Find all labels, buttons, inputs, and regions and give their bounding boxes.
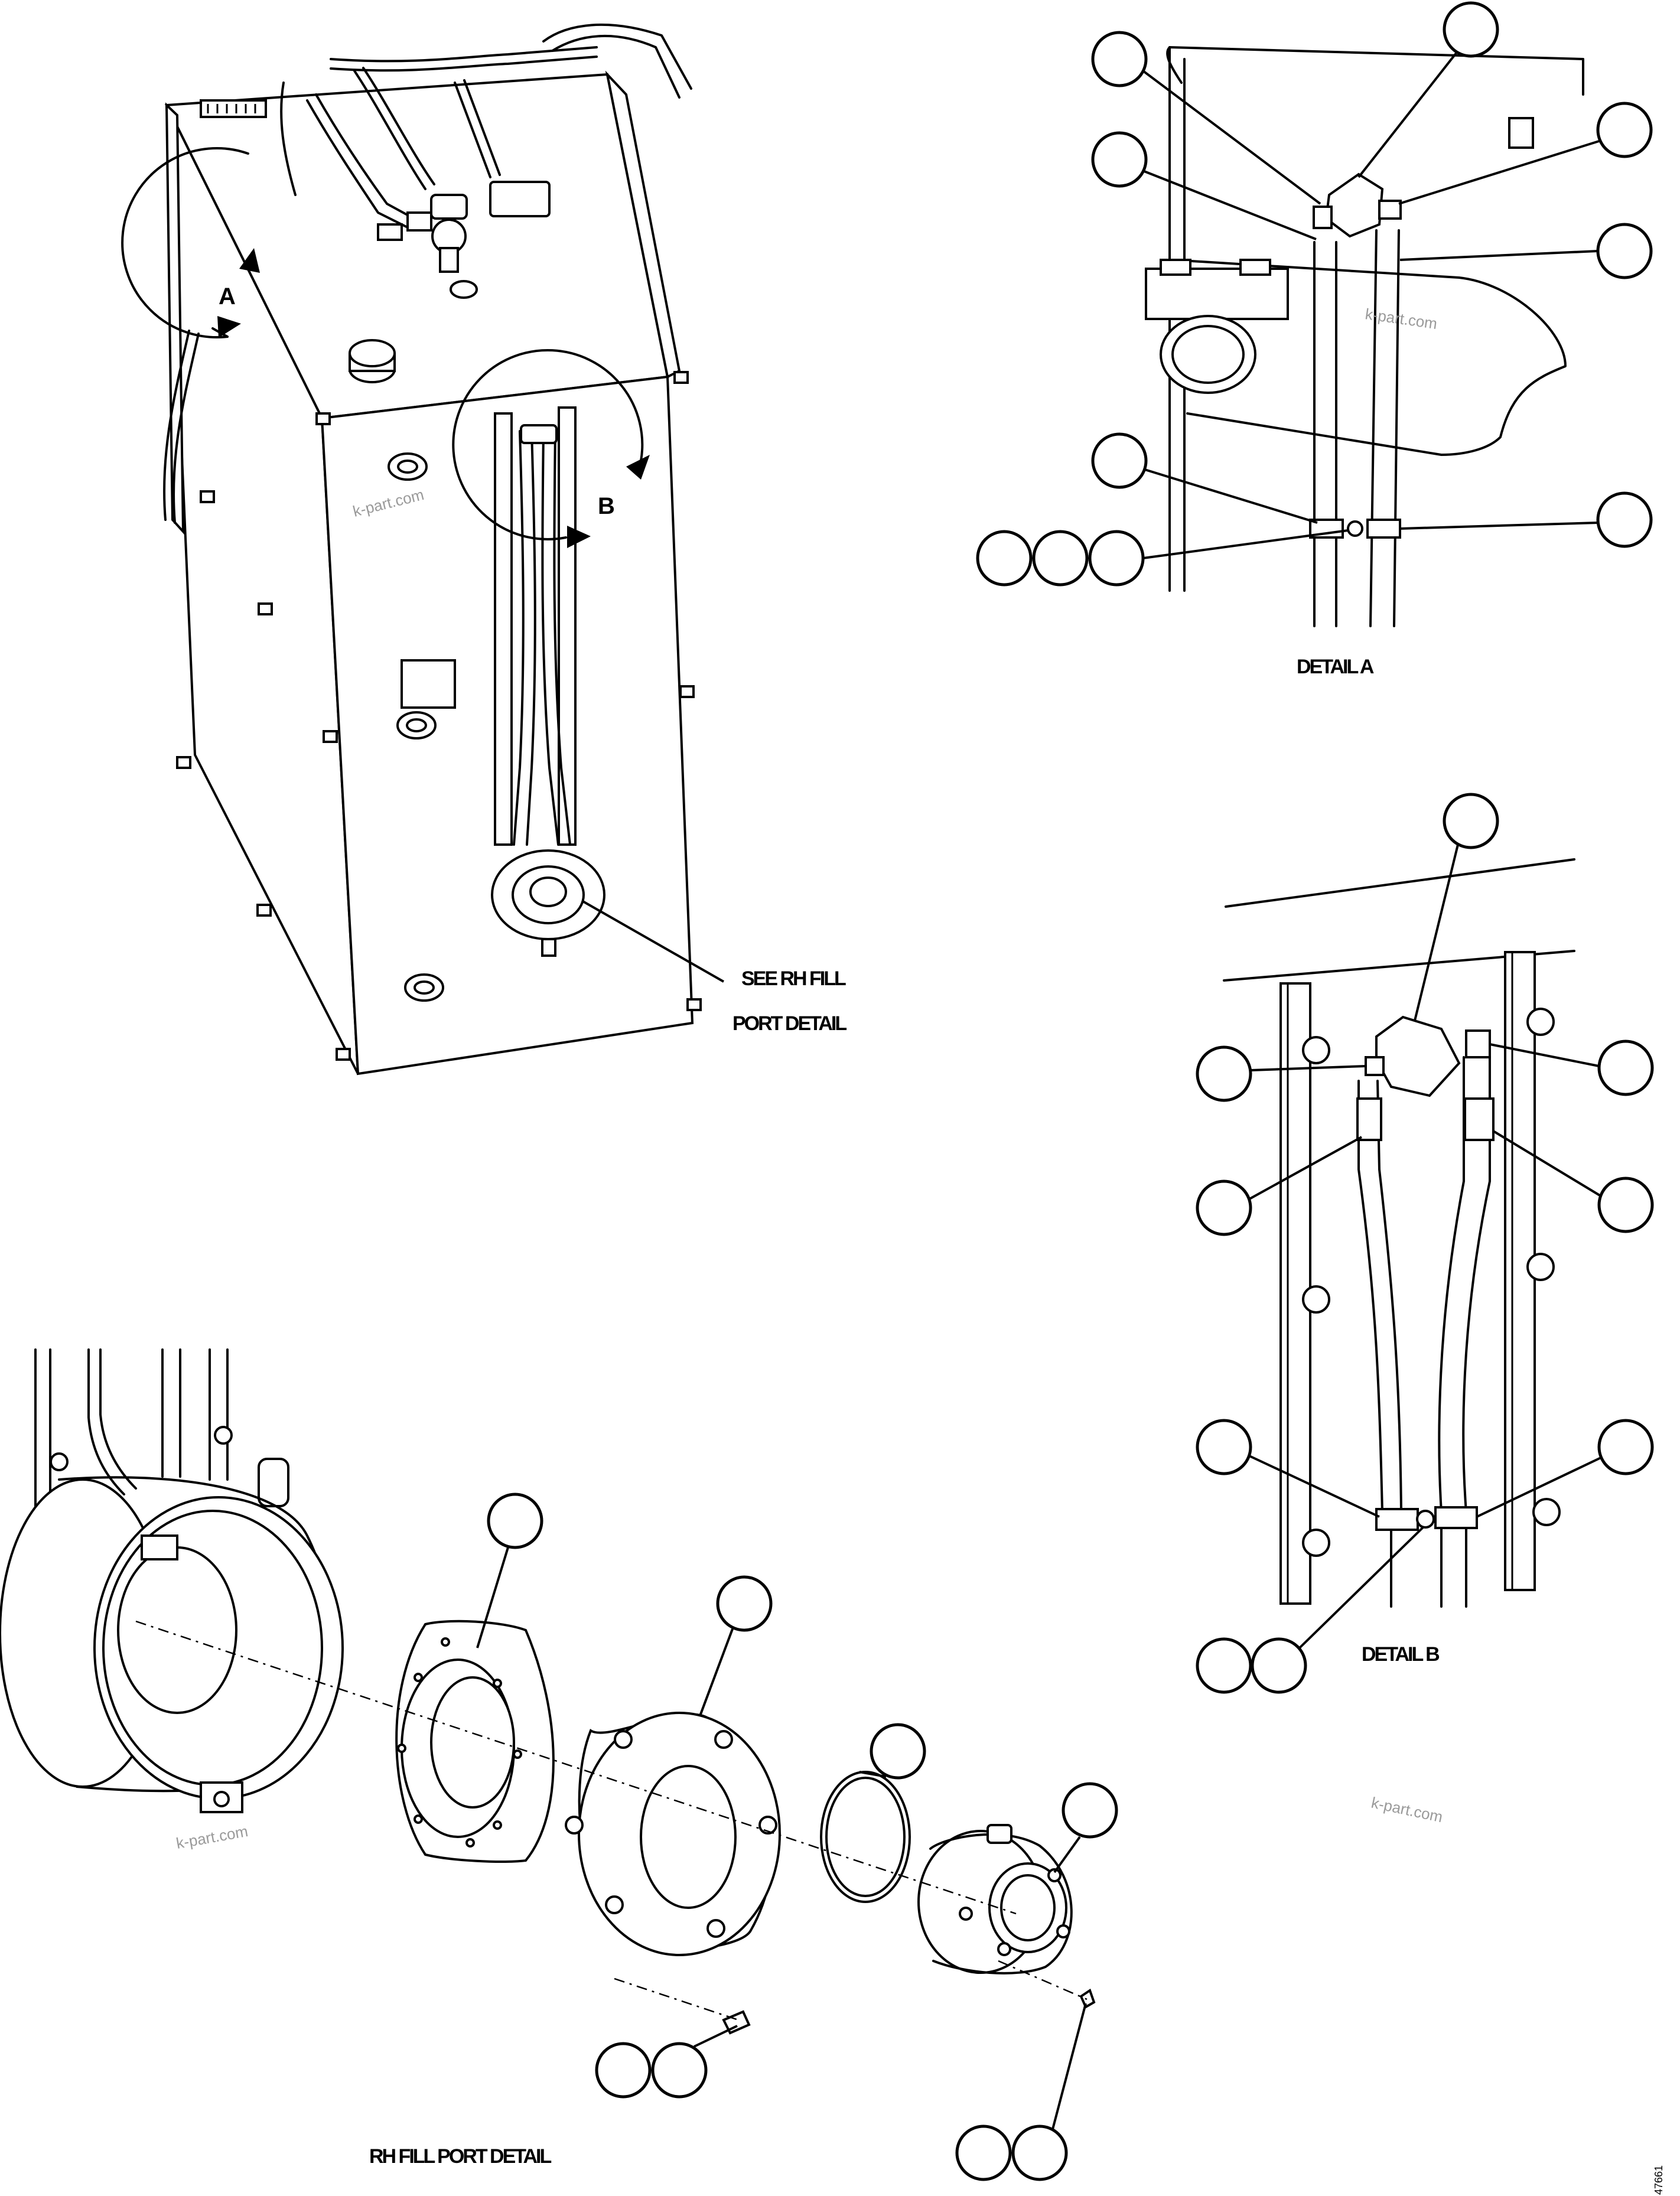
detail-a: DETAIL A: [976, 1, 1653, 678]
detail-b-label: DETAIL B: [1362, 1643, 1440, 1666]
callout-b-marker: B: [452, 348, 650, 548]
detail-a-label: DETAIL A: [1297, 656, 1374, 678]
rh-fill-port-detail: RH FILL PORT DETAIL: [0, 1348, 1118, 2181]
see-rh-fill-line2: PORT DETAIL: [732, 1012, 846, 1035]
drawing-number: 47661: [1653, 2165, 1665, 2195]
detail-b: DETAIL B: [1196, 793, 1654, 1694]
callout-a-label: A: [219, 284, 236, 309]
hydraulic-tank-main-view: [163, 23, 702, 1076]
callout-b-label: B: [598, 493, 615, 519]
watermark-4: k-part.com: [1370, 1794, 1444, 1826]
callout-a-marker: A: [121, 147, 260, 338]
rh-fill-port-reference: SEE RH FILL PORT DETAIL: [581, 900, 848, 1035]
watermark-3: k-part.com: [175, 1822, 249, 1852]
see-rh-fill-line1: SEE RH FILL: [741, 967, 846, 990]
rh-fill-port-detail-label: RH FILL PORT DETAIL: [369, 2145, 552, 2168]
